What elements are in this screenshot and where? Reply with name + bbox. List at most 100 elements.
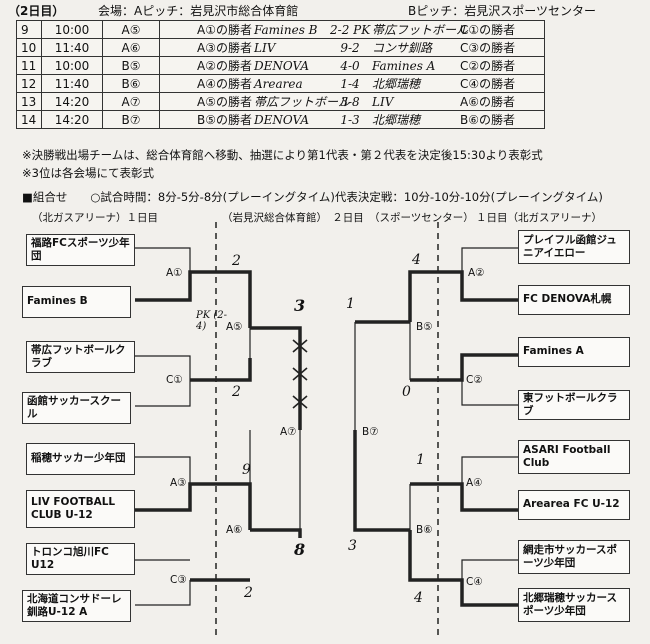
bracket-header-left: （北ガスアリーナ）１日目: [32, 212, 158, 224]
winner-from-left: A①の勝者: [197, 23, 252, 37]
score-semi-l-bot: 8: [294, 540, 306, 559]
score-l1: 2: [232, 253, 241, 269]
score-r4: 4: [414, 590, 423, 606]
winner-from-right: C③の勝者: [460, 41, 516, 55]
team-box-left: トロンコ旭川FC U12: [26, 543, 135, 575]
team1: Arearea: [254, 76, 303, 91]
slot-a4: A④: [466, 477, 483, 489]
team2: 帯広フットボール: [372, 23, 469, 37]
win-r3: [410, 482, 518, 512]
match-pitch: B⑦: [102, 110, 160, 129]
match-pitch: A⑦: [102, 92, 160, 111]
slot-c2: C②: [466, 374, 483, 386]
winner-from-right: B⑥の勝者: [460, 113, 515, 127]
slot-a5: A⑤: [226, 321, 243, 333]
score-semi-r-top: 1: [346, 296, 355, 312]
winner-from-right: C①の勝者: [460, 23, 516, 37]
score-r1: 4: [412, 252, 421, 268]
winner-from-left: A③の勝者: [197, 41, 252, 55]
venue-b: Bピッチ：岩見沢スポーツセンター: [408, 4, 596, 18]
team2: Famines A: [372, 58, 436, 73]
line-l4-bot: [135, 580, 191, 606]
line-r2-bot: [461, 380, 518, 406]
slot-a2: A②: [468, 267, 485, 279]
score: 1-4: [340, 76, 360, 91]
score-r2: 0: [402, 384, 411, 400]
match-time: 10:00: [41, 20, 103, 39]
match-pitch: B⑤: [102, 56, 160, 75]
winner-from-right: C④の勝者: [460, 77, 516, 91]
slot-a6: A⑥: [226, 524, 243, 536]
match-time: 10:00: [41, 56, 103, 75]
win-l-semi-bot: [250, 528, 302, 538]
score: 2-2 PK: [330, 22, 371, 37]
win-l2: [190, 358, 252, 382]
score-semi-l-top: 3: [294, 296, 306, 315]
team1: DENOVA: [254, 58, 310, 73]
note-final: ※決勝戦出場チームは、総合体育館へ移動、抽選により第1代表・第２代表を決定後15…: [22, 148, 543, 162]
match-no: 11: [16, 56, 42, 75]
score-semi-r-bot: 3: [348, 538, 357, 554]
team1: LIV: [254, 40, 276, 55]
slot-c4: C④: [466, 576, 483, 588]
score: 9-2: [340, 40, 360, 55]
match-time: 11:40: [41, 38, 103, 57]
line-l2-top: [135, 355, 191, 380]
score-l4: 2: [244, 585, 253, 601]
winner-from-left: A④の勝者: [197, 77, 252, 91]
slot-c3: C③: [170, 574, 187, 586]
line-r1-top: [461, 247, 518, 272]
winner-from-left: B⑤の勝者: [197, 113, 252, 127]
score-l3: 9: [242, 462, 251, 478]
line-l3-top: [135, 456, 191, 484]
team-box-right: 北郷瑞穂サッカースポーツ少年団: [518, 588, 630, 622]
team-box-right: Famines A: [518, 337, 630, 367]
score-pk: PK (2-4): [196, 310, 228, 332]
team1: 帯広フットボール: [254, 95, 351, 109]
team-box-right: FC DENOVA札幌: [518, 285, 630, 315]
win-r4: [408, 530, 518, 607]
team2: コンサ釧路: [372, 41, 433, 55]
score: 3-8: [340, 94, 360, 109]
team-box-right: プレイフル函館ジュニアイエロー: [518, 230, 630, 264]
slot-b5: B⑤: [416, 321, 433, 333]
team-box-left: Famines B: [22, 286, 131, 318]
score-l2: 2: [232, 384, 241, 400]
winner-from-left: A⑤の勝者: [197, 95, 252, 109]
team1: Famines B: [254, 22, 318, 37]
team1: DENOVA: [254, 112, 310, 127]
note-third: ※3位は各会場にて表彰式: [22, 166, 154, 180]
team2: 北郷瑞穂: [372, 77, 421, 91]
win-r1: [408, 270, 518, 322]
team2: LIV: [372, 94, 394, 109]
team-box-right: 網走市サッカースポーツ少年団: [518, 540, 630, 574]
slot-b7: B⑦: [362, 426, 379, 438]
bracket-header-center: （岩見沢総合体育館） ２日目 （スポーツセンター）: [222, 212, 474, 224]
line-l1-top: [135, 247, 191, 272]
team-box-left: 北海道コンサドーレ釧路U-12 A: [22, 590, 131, 622]
win-l1: [135, 270, 252, 328]
team-box-right: ASARI Football Club: [518, 440, 630, 474]
team-box-left: 稲穂サッカー少年団: [26, 443, 135, 475]
bracket-header-right: １日目（北ガスアリーナ）: [476, 212, 602, 224]
slot-a3: A③: [170, 477, 187, 489]
team-box-right: 東フットボールクラブ: [518, 390, 630, 420]
team-box-left: 帯広フットボールクラブ: [26, 341, 135, 373]
line-r4-top: [461, 559, 518, 580]
score: 1-3: [340, 112, 360, 127]
team-box-left: LIV FOOTBALL CLUB U-12: [26, 490, 135, 528]
score-r3: 1: [416, 452, 425, 468]
win-l3: [135, 482, 252, 530]
slot-b6: B⑥: [416, 524, 433, 536]
line-l2-bot: [135, 380, 191, 407]
slot-a1: A①: [166, 267, 183, 279]
day-title: （2日目）: [8, 4, 65, 18]
slot-c1: C①: [166, 374, 183, 386]
team2: 北郷瑞穂: [372, 113, 421, 127]
team-box-right: Arearea FC U-12: [518, 490, 630, 520]
